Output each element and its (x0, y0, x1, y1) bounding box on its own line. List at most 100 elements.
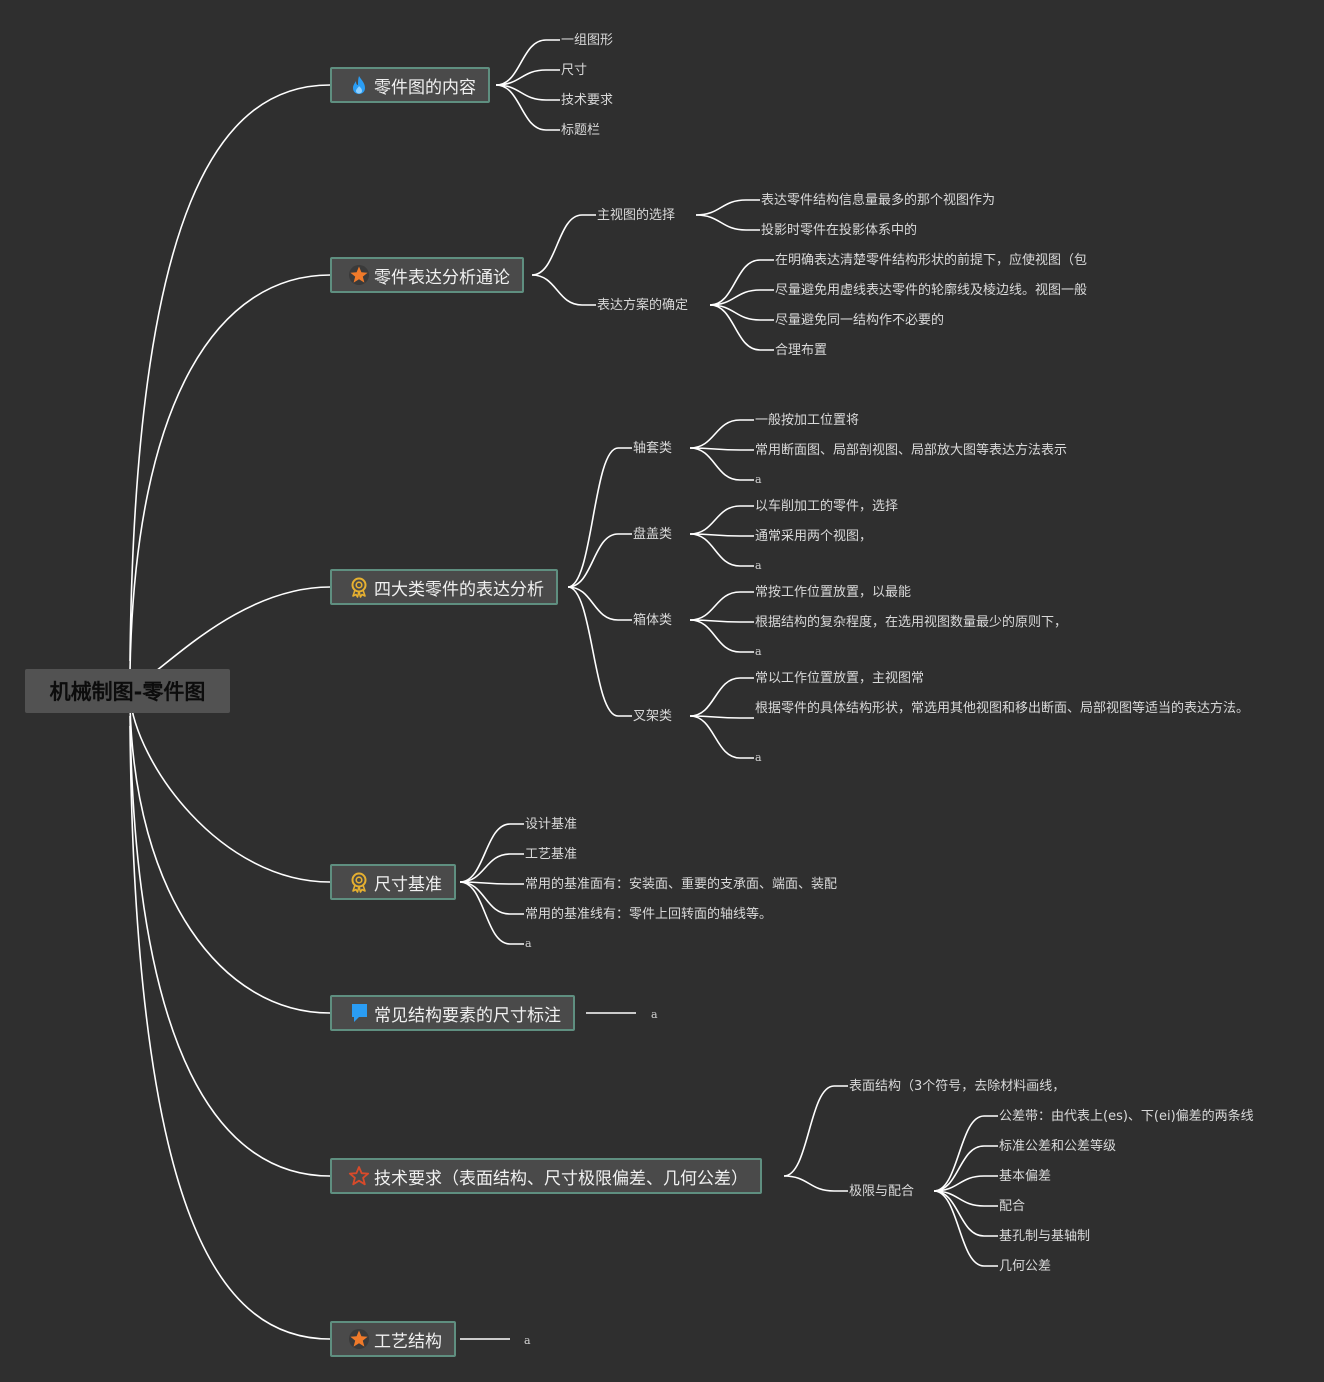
connector-line (689, 447, 754, 451)
leaf-item[interactable]: 标准公差和公差等级 (999, 1139, 1117, 1154)
branch-topic-dimension-datum[interactable]: 尺寸基准 (330, 864, 456, 900)
leaf-item[interactable]: a (651, 1008, 658, 1021)
leaf-item[interactable]: 几何公差 (999, 1259, 1052, 1274)
connector-line (459, 853, 524, 883)
connector-line (783, 1085, 848, 1177)
connector-line (459, 881, 524, 915)
sub-topic[interactable]: 盘盖类 (633, 527, 673, 542)
connector-line (689, 505, 754, 535)
connector-line (933, 1190, 998, 1207)
leaf-item[interactable]: 根据零件的具体结构形状，常选用其他视图和移出断面、局部视图等适当的表达方法。 (755, 701, 1250, 716)
leaf-item[interactable]: a (524, 1334, 531, 1347)
connector-line (459, 881, 524, 945)
connector-line (459, 881, 524, 885)
branch-topic-process-structure[interactable]: 工艺结构 (330, 1321, 456, 1357)
connector-line (689, 533, 754, 537)
connector-line (695, 214, 760, 231)
leaf-item[interactable]: a (755, 645, 762, 658)
sub-topic[interactable]: 箱体类 (633, 613, 673, 628)
connector-line (129, 274, 331, 672)
leaf-item[interactable]: a (755, 751, 762, 764)
branch-title: 常见结构要素的尺寸标注 (374, 1005, 561, 1026)
connector-line (129, 695, 331, 883)
branch-title: 工艺结构 (374, 1331, 442, 1352)
leaf-item[interactable]: 基本偏差 (999, 1169, 1052, 1184)
flame-icon (348, 74, 370, 96)
leaf-item[interactable]: 公差带：由代表上(es)、下(ei)偏差的两条线 (999, 1109, 1254, 1124)
connector-line (129, 705, 331, 1014)
leaf-item[interactable]: 在明确表达清楚零件结构形状的前提下，应使视图（包 (775, 253, 1088, 268)
sub-topic[interactable]: 极限与配合 (849, 1184, 915, 1199)
connector-line (689, 715, 754, 759)
leaf-item[interactable]: a (755, 559, 762, 572)
connector-line (689, 715, 754, 719)
leaf-item[interactable]: 常按工作位置放置，以最能 (755, 585, 912, 600)
connector-line (689, 447, 754, 481)
leaf-item[interactable]: a (755, 473, 762, 486)
leaf-item[interactable]: 通常采用两个视图， (755, 529, 873, 544)
star-outline-icon (348, 1165, 370, 1187)
connector-line (567, 447, 632, 588)
sub-topic[interactable]: 叉架类 (633, 709, 673, 724)
connector-line (709, 259, 774, 306)
leaf-item[interactable]: 投影时零件在投影体系中的 (761, 223, 918, 238)
leaf-item[interactable]: 常以工作位置放置，主视图常 (755, 671, 925, 686)
sub-topic[interactable]: 主视图的选择 (597, 208, 676, 223)
connector-line (933, 1145, 998, 1192)
connector-line (695, 199, 760, 216)
leaf-item[interactable]: 尽量避免同一结构作不必要的 (775, 313, 945, 328)
connector-line (689, 419, 754, 449)
leaf-item[interactable]: 尽量避免用虚线表达零件的轮廓线及棱边线。视图一般 (775, 283, 1088, 298)
branch-topic-structure-dimensioning[interactable]: 常见结构要素的尺寸标注 (330, 995, 575, 1031)
leaf-item[interactable]: 常用的基准线有：零件上回转面的轴线等。 (525, 907, 773, 922)
leaf-item[interactable]: 基孔制与基轴制 (999, 1229, 1091, 1244)
connector-line (933, 1175, 998, 1192)
leaf-item[interactable]: a (525, 937, 532, 950)
connector-line (531, 274, 596, 306)
connector-line (129, 725, 331, 1340)
leaf-item[interactable]: 配合 (999, 1199, 1026, 1214)
branch-topic-part-drawing-content[interactable]: 零件图的内容 (330, 67, 490, 103)
leaf-item[interactable]: 标题栏 (561, 123, 601, 138)
root-topic[interactable]: 机械制图-零件图 (25, 669, 230, 713)
leaf-item[interactable]: 设计基准 (525, 817, 578, 832)
leaf-item[interactable]: 一般按加工位置将 (755, 413, 860, 428)
connector-line (495, 84, 560, 101)
connector-line (689, 591, 754, 621)
connector-line (459, 823, 524, 883)
branch-title: 零件图的内容 (374, 77, 476, 98)
connector-line (531, 214, 596, 276)
connector-line (567, 533, 632, 588)
leaf-item[interactable]: 合理布置 (775, 343, 828, 358)
branch-topic-expression-analysis[interactable]: 零件表达分析通论 (330, 257, 524, 293)
connector-line (933, 1115, 998, 1192)
leaf-item[interactable]: 常用断面图、局部剖视图、局部放大图等表达方法表示 (755, 443, 1068, 458)
leaf-item[interactable]: 技术要求 (561, 93, 614, 108)
leaf-item[interactable]: 工艺基准 (525, 847, 578, 862)
sub-topic[interactable]: 表达方案的确定 (597, 298, 689, 313)
branch-title: 技术要求（表面结构、尺寸极限偏差、几何公差） (374, 1168, 748, 1189)
connector-line (495, 84, 560, 131)
leaf-item[interactable]: 常用的基准面有：安装面、重要的支承面、端面、装配 (525, 877, 838, 892)
sub-topic[interactable]: 轴套类 (633, 441, 673, 456)
connector-line (709, 304, 774, 351)
connector-line (495, 39, 560, 86)
branch-title: 零件表达分析通论 (374, 267, 510, 288)
connector-line (709, 304, 774, 321)
leaf-item[interactable]: 以车削加工的零件，选择 (755, 499, 899, 514)
connector-line (495, 69, 560, 86)
leaf-item[interactable]: 根据结构的复杂程度，在选用视图数量最少的原则下， (755, 615, 1068, 630)
leaf-item[interactable]: 一组图形 (561, 33, 614, 48)
sub-topic[interactable]: 表面结构（3个符号，去除材料画线， (849, 1079, 1066, 1094)
leaf-item[interactable]: 表达零件结构信息量最多的那个视图作为 (761, 193, 996, 208)
connector-line (933, 1190, 998, 1267)
branch-topic-technical-requirements[interactable]: 技术要求（表面结构、尺寸极限偏差、几何公差） (330, 1158, 762, 1194)
star-icon (348, 1328, 370, 1350)
leaf-item[interactable]: 尺寸 (561, 63, 588, 78)
connector-line (567, 586, 632, 717)
connector-line (783, 1175, 848, 1192)
award-icon (348, 871, 370, 893)
star-icon (348, 264, 370, 286)
branch-topic-four-part-types[interactable]: 四大类零件的表达分析 (330, 569, 558, 605)
